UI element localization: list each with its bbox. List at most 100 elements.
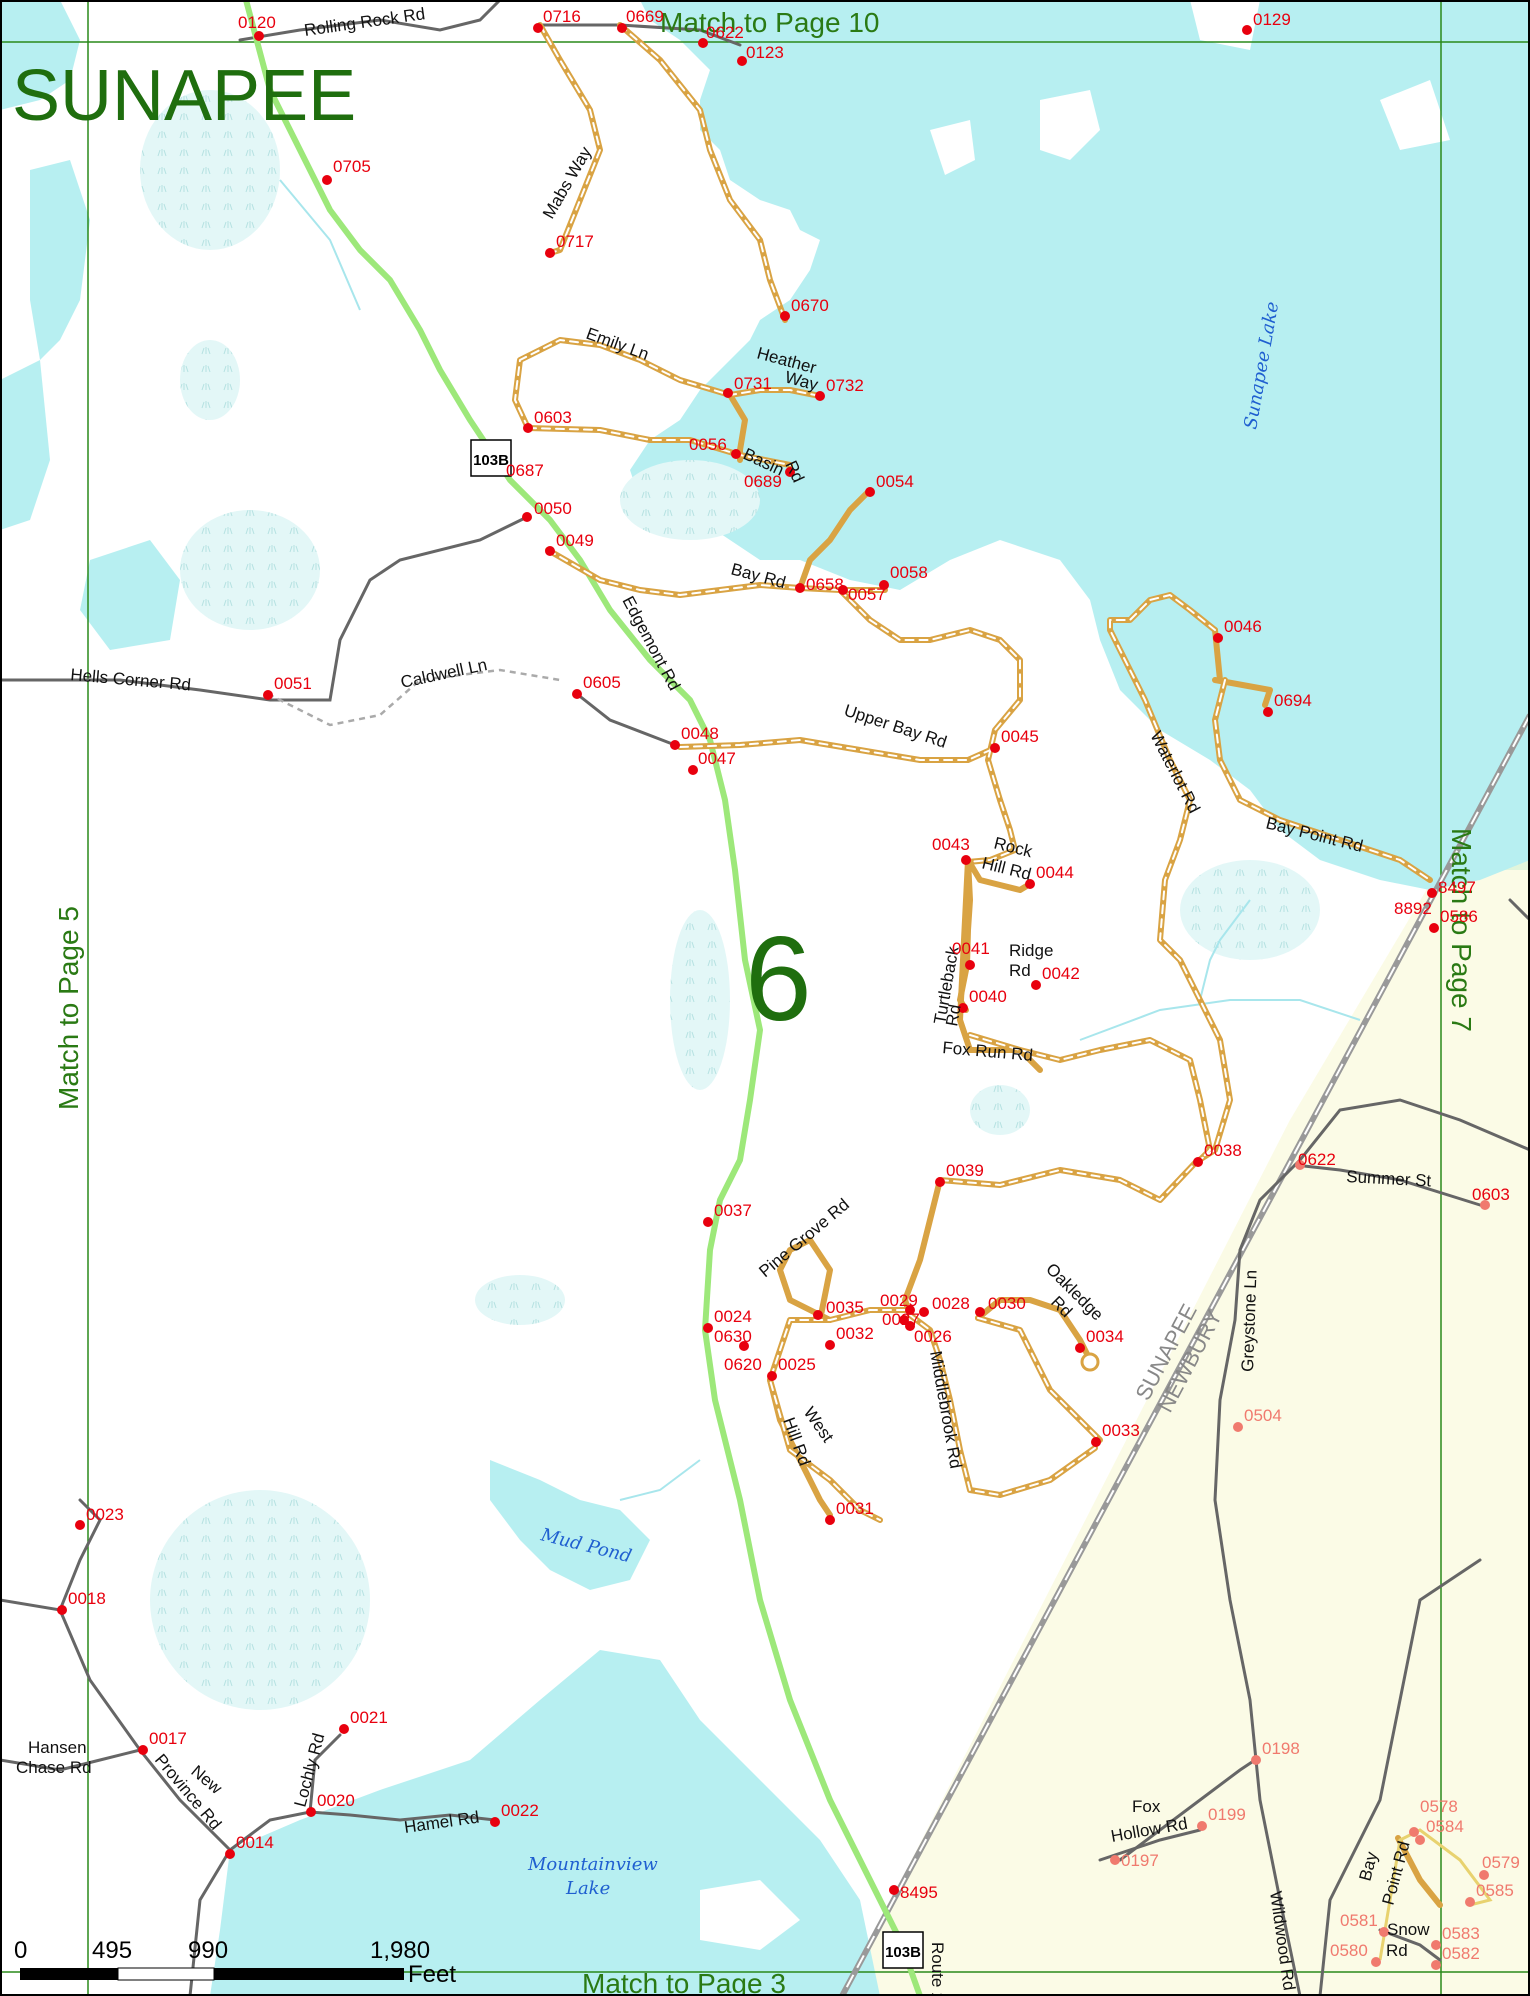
water-label: Mountainview — [527, 1854, 658, 1875]
svg-text:0039: 0039 — [946, 1161, 984, 1180]
svg-text:0732: 0732 — [826, 376, 864, 395]
svg-text:0023: 0023 — [86, 1505, 124, 1524]
svg-text:0603: 0603 — [1472, 1185, 1510, 1204]
cul-de-sac — [1080, 1352, 1100, 1372]
svg-text:Chase Rd: Chase Rd — [16, 1758, 92, 1777]
svg-text:0021: 0021 — [350, 1708, 388, 1727]
left-pond-3 — [80, 540, 180, 650]
svg-text:0620: 0620 — [724, 1355, 762, 1374]
svg-text:0038: 0038 — [1204, 1141, 1242, 1160]
svg-text:0056: 0056 — [689, 435, 727, 454]
svg-text:0014: 0014 — [236, 1833, 274, 1852]
route-shield-label: 103B — [473, 452, 509, 469]
svg-text:Rd: Rd — [1009, 961, 1031, 980]
svg-text:0037: 0037 — [714, 1201, 752, 1220]
svg-text:Rd: Rd — [942, 1003, 964, 1028]
svg-text:0048: 0048 — [681, 724, 719, 743]
svg-text:0578: 0578 — [1420, 1797, 1458, 1816]
svg-text:0123: 0123 — [746, 43, 784, 62]
bay-point-rd-2 — [1378, 1828, 1493, 1961]
svg-text:0630: 0630 — [714, 1327, 752, 1346]
stream — [619, 1459, 701, 1501]
match-right: Match to Page 7 — [1446, 828, 1477, 1032]
svg-text:8892: 8892 — [1394, 899, 1432, 918]
svg-text:Summer St: Summer St — [1346, 1167, 1432, 1190]
page-number: 6 — [745, 912, 812, 1046]
svg-text:Fox: Fox — [1132, 1797, 1161, 1816]
svg-text:0044: 0044 — [1036, 863, 1074, 882]
town-name: SUNAPEE — [12, 56, 356, 136]
svg-text:0622: 0622 — [1298, 1150, 1336, 1169]
scale-unit: Feet — [408, 1961, 456, 1988]
lake-island — [1190, 0, 1260, 50]
svg-text:8495: 8495 — [900, 1883, 938, 1902]
lake-island — [1040, 90, 1100, 160]
svg-text:0033: 0033 — [1102, 1421, 1140, 1440]
left-pond-2 — [30, 160, 90, 360]
wetland — [475, 1275, 565, 1325]
svg-text:0020: 0020 — [317, 1791, 355, 1810]
svg-text:0705: 0705 — [333, 157, 371, 176]
wetland — [140, 90, 280, 250]
svg-text:0042: 0042 — [1042, 964, 1080, 983]
svg-text:0603: 0603 — [534, 408, 572, 427]
svg-text:0731: 0731 — [734, 374, 772, 393]
svg-text:0580: 0580 — [1330, 1941, 1368, 1960]
svg-text:0030: 0030 — [988, 1294, 1026, 1313]
svg-text:0035: 0035 — [826, 1298, 864, 1317]
wetland — [970, 1085, 1030, 1135]
svg-text:0579: 0579 — [1482, 1853, 1520, 1872]
svg-text:0045: 0045 — [1001, 727, 1039, 746]
wetland — [180, 340, 240, 420]
svg-text:Hansen: Hansen — [28, 1738, 87, 1757]
svg-text:0047: 0047 — [698, 749, 736, 768]
lake-island — [930, 120, 975, 175]
lake-island — [1380, 80, 1450, 150]
scale-tick-990: 990 — [188, 1937, 228, 1964]
svg-text:0581: 0581 — [1340, 1911, 1378, 1930]
wetland — [670, 910, 730, 1090]
svg-text:0025: 0025 — [778, 1355, 816, 1374]
svg-text:0716: 0716 — [543, 7, 581, 26]
svg-text:0054: 0054 — [876, 472, 914, 491]
svg-text:0058: 0058 — [890, 563, 928, 582]
svg-text:0129: 0129 — [1253, 10, 1291, 29]
svg-text:0051: 0051 — [274, 674, 312, 693]
svg-text:0022: 0022 — [501, 1801, 539, 1820]
wetland — [620, 460, 760, 540]
svg-text:0046: 0046 — [1224, 617, 1262, 636]
scale-tick-1980: 1,980 — [370, 1937, 430, 1964]
address-dots-newbury — [1110, 1160, 1490, 1970]
water-label: Lake — [565, 1878, 610, 1899]
route-shield — [470, 439, 512, 477]
svg-text:0687: 0687 — [506, 461, 544, 480]
left-strip — [0, 360, 50, 530]
svg-text:0040: 0040 — [969, 987, 1007, 1006]
svg-text:0028: 0028 — [932, 1294, 970, 1313]
match-bottom: Match to Page 3 — [582, 1968, 786, 1996]
address-labels: 0120 0716 0669 0622 0123 0129 0705 0717 … — [68, 7, 1520, 1963]
match-left: Match to Page 5 — [53, 906, 84, 1110]
svg-text:0658: 0658 — [806, 575, 844, 594]
svg-text:0031: 0031 — [836, 1499, 874, 1518]
svg-text:0057: 0057 — [848, 585, 886, 604]
svg-text:0504: 0504 — [1244, 1406, 1282, 1425]
svg-text:8497: 8497 — [1438, 878, 1476, 897]
svg-text:Ridge: Ridge — [1009, 941, 1053, 960]
svg-text:0024: 0024 — [714, 1307, 752, 1326]
svg-text:0041: 0041 — [952, 939, 990, 958]
svg-text:0029: 0029 — [880, 1291, 918, 1310]
svg-text:0034: 0034 — [1086, 1327, 1124, 1346]
svg-text:0050: 0050 — [534, 499, 572, 518]
address-dots — [57, 23, 1439, 1895]
svg-text:0027: 0027 — [882, 1310, 920, 1329]
svg-text:0622: 0622 — [706, 23, 744, 42]
mud-pond — [490, 1460, 650, 1590]
scale-bar: 0 495 990 1,980 Feet — [14, 1937, 456, 1988]
svg-text:0585: 0585 — [1476, 1881, 1514, 1900]
scale-tick-495: 495 — [92, 1937, 132, 1964]
svg-text:0198: 0198 — [1262, 1739, 1300, 1758]
svg-text:0694: 0694 — [1274, 691, 1312, 710]
